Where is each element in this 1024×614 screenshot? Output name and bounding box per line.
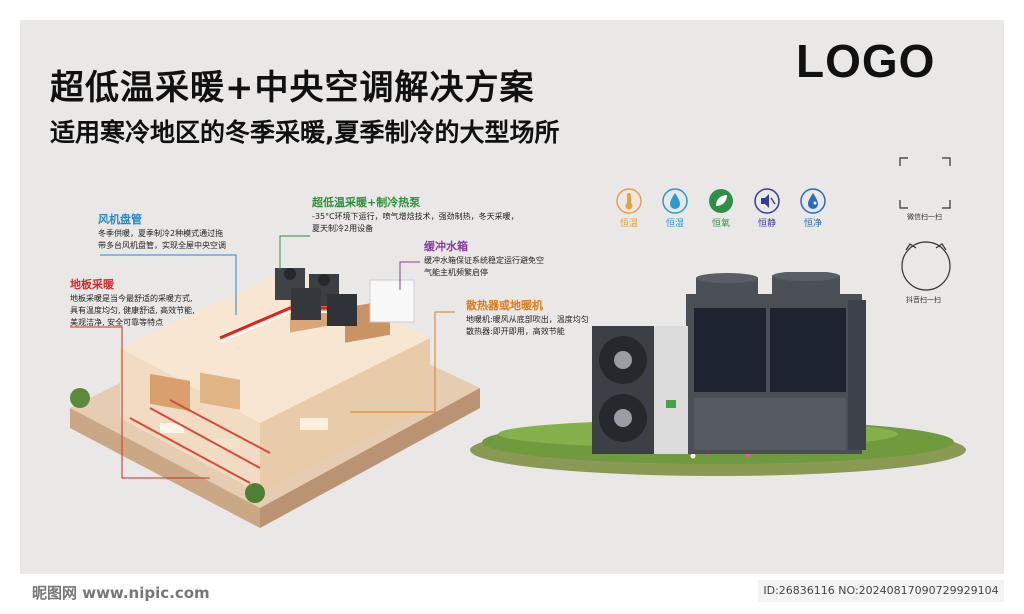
badge-constant-oxygen: 恒氧 [704, 188, 738, 229]
badge-constant-temperature: 恒温 [612, 188, 646, 229]
badge-constant-clean: 恒净 [796, 188, 830, 229]
heat-pump-title: 超低温采暖+制冷热泵 [312, 196, 421, 209]
watermark-id: ID:26836116 NO:20240817090729929104 [758, 580, 1004, 602]
silent-icon [754, 188, 780, 214]
floor-heating-annotation: 地板采暖 地板采暖是当今最舒适的采暖方式, 具有温度均匀, 健康舒适, 高效节能… [70, 277, 195, 329]
radiator-line: 散热器:即开即用，高效节能 [466, 327, 565, 336]
page-title: 超低温采暖+中央空调解决方案 [50, 68, 535, 108]
badge-constant-quiet: 恒静 [750, 188, 784, 229]
douyin-qr-frame [901, 241, 951, 291]
wechat-qr-label: 微信扫一扫 [907, 213, 942, 221]
buffer-tank-annotation: 缓冲水箱 缓冲水箱保证系统稳定运行避免空 气能主机频繁启停 [424, 239, 544, 279]
buffer-tank-line: 缓冲水箱保证系统稳定运行避免空 [424, 256, 544, 265]
water-drop-icon [662, 188, 688, 214]
radiator-annotation: 散热器或地暖机 地暖机:暖风从底部吹出，温度均匀 散热器:即开即用，高效节能 [466, 298, 589, 338]
fan-coil-line: 冬季供暖，夏季制冷2种模式通过拖 [98, 229, 224, 238]
floor-heating-line: 具有温度均匀, 健康舒适, 高效节能, [70, 306, 195, 315]
heat-pump-annotation: 超低温采暖+制冷热泵 -35°C环境下运行，喷气增焓技术，强劲制热，冬天采暖， … [312, 195, 519, 235]
fan-coil-title: 风机盘管 [98, 213, 142, 226]
heat-pump-product-image [470, 272, 966, 476]
buffer-tank-line: 气能主机频繁启停 [424, 268, 488, 277]
thermometer-icon [616, 188, 642, 214]
badge-label: 恒静 [757, 219, 776, 229]
leaf-icon [709, 189, 733, 213]
purify-icon [800, 188, 826, 214]
heat-pump-line: 夏天制冷2用设备 [312, 224, 374, 233]
logo: LOGO [796, 35, 936, 87]
floor-heating-line: 地板采暖是当今最舒适的采暖方式, [70, 294, 193, 303]
badge-constant-humidity: 恒湿 [658, 188, 692, 229]
house-cutaway-illustration [70, 268, 480, 528]
douyin-qr-label: 抖音扫一扫 [906, 296, 941, 304]
badge-label: 恒氧 [711, 219, 730, 229]
buffer-tank-title: 缓冲水箱 [424, 240, 468, 253]
watermark-site: 昵图网 www.nipic.com [32, 584, 210, 602]
heat-pump-line: -35°C环境下运行，喷气增焓技术，强劲制热，冬天采暖， [312, 212, 519, 221]
floor-heating-title: 地板采暖 [70, 278, 114, 291]
wechat-qr-frame [899, 157, 951, 209]
fan-coil-annotation: 风机盘管 冬季供暖，夏季制冷2种模式通过拖 带多台风机盘管，实现全屋中央空调 [98, 212, 226, 252]
floor-heating-line: 美观洁净, 安全可靠等特点 [70, 318, 164, 327]
badge-label: 恒温 [619, 219, 638, 229]
page-subtitle: 适用寒冷地区的冬季采暖,夏季制冷的大型场所 [50, 118, 560, 147]
feature-badges: 恒温 恒湿 恒氧 恒静 恒净 [612, 188, 830, 229]
radiator-line: 地暖机:暖风从底部吹出，温度均匀 [466, 315, 589, 324]
badge-label: 恒湿 [665, 219, 684, 229]
badge-label: 恒净 [803, 219, 822, 229]
fan-coil-line: 带多台风机盘管，实现全屋中央空调 [98, 241, 226, 250]
radiator-title: 散热器或地暖机 [466, 299, 543, 312]
